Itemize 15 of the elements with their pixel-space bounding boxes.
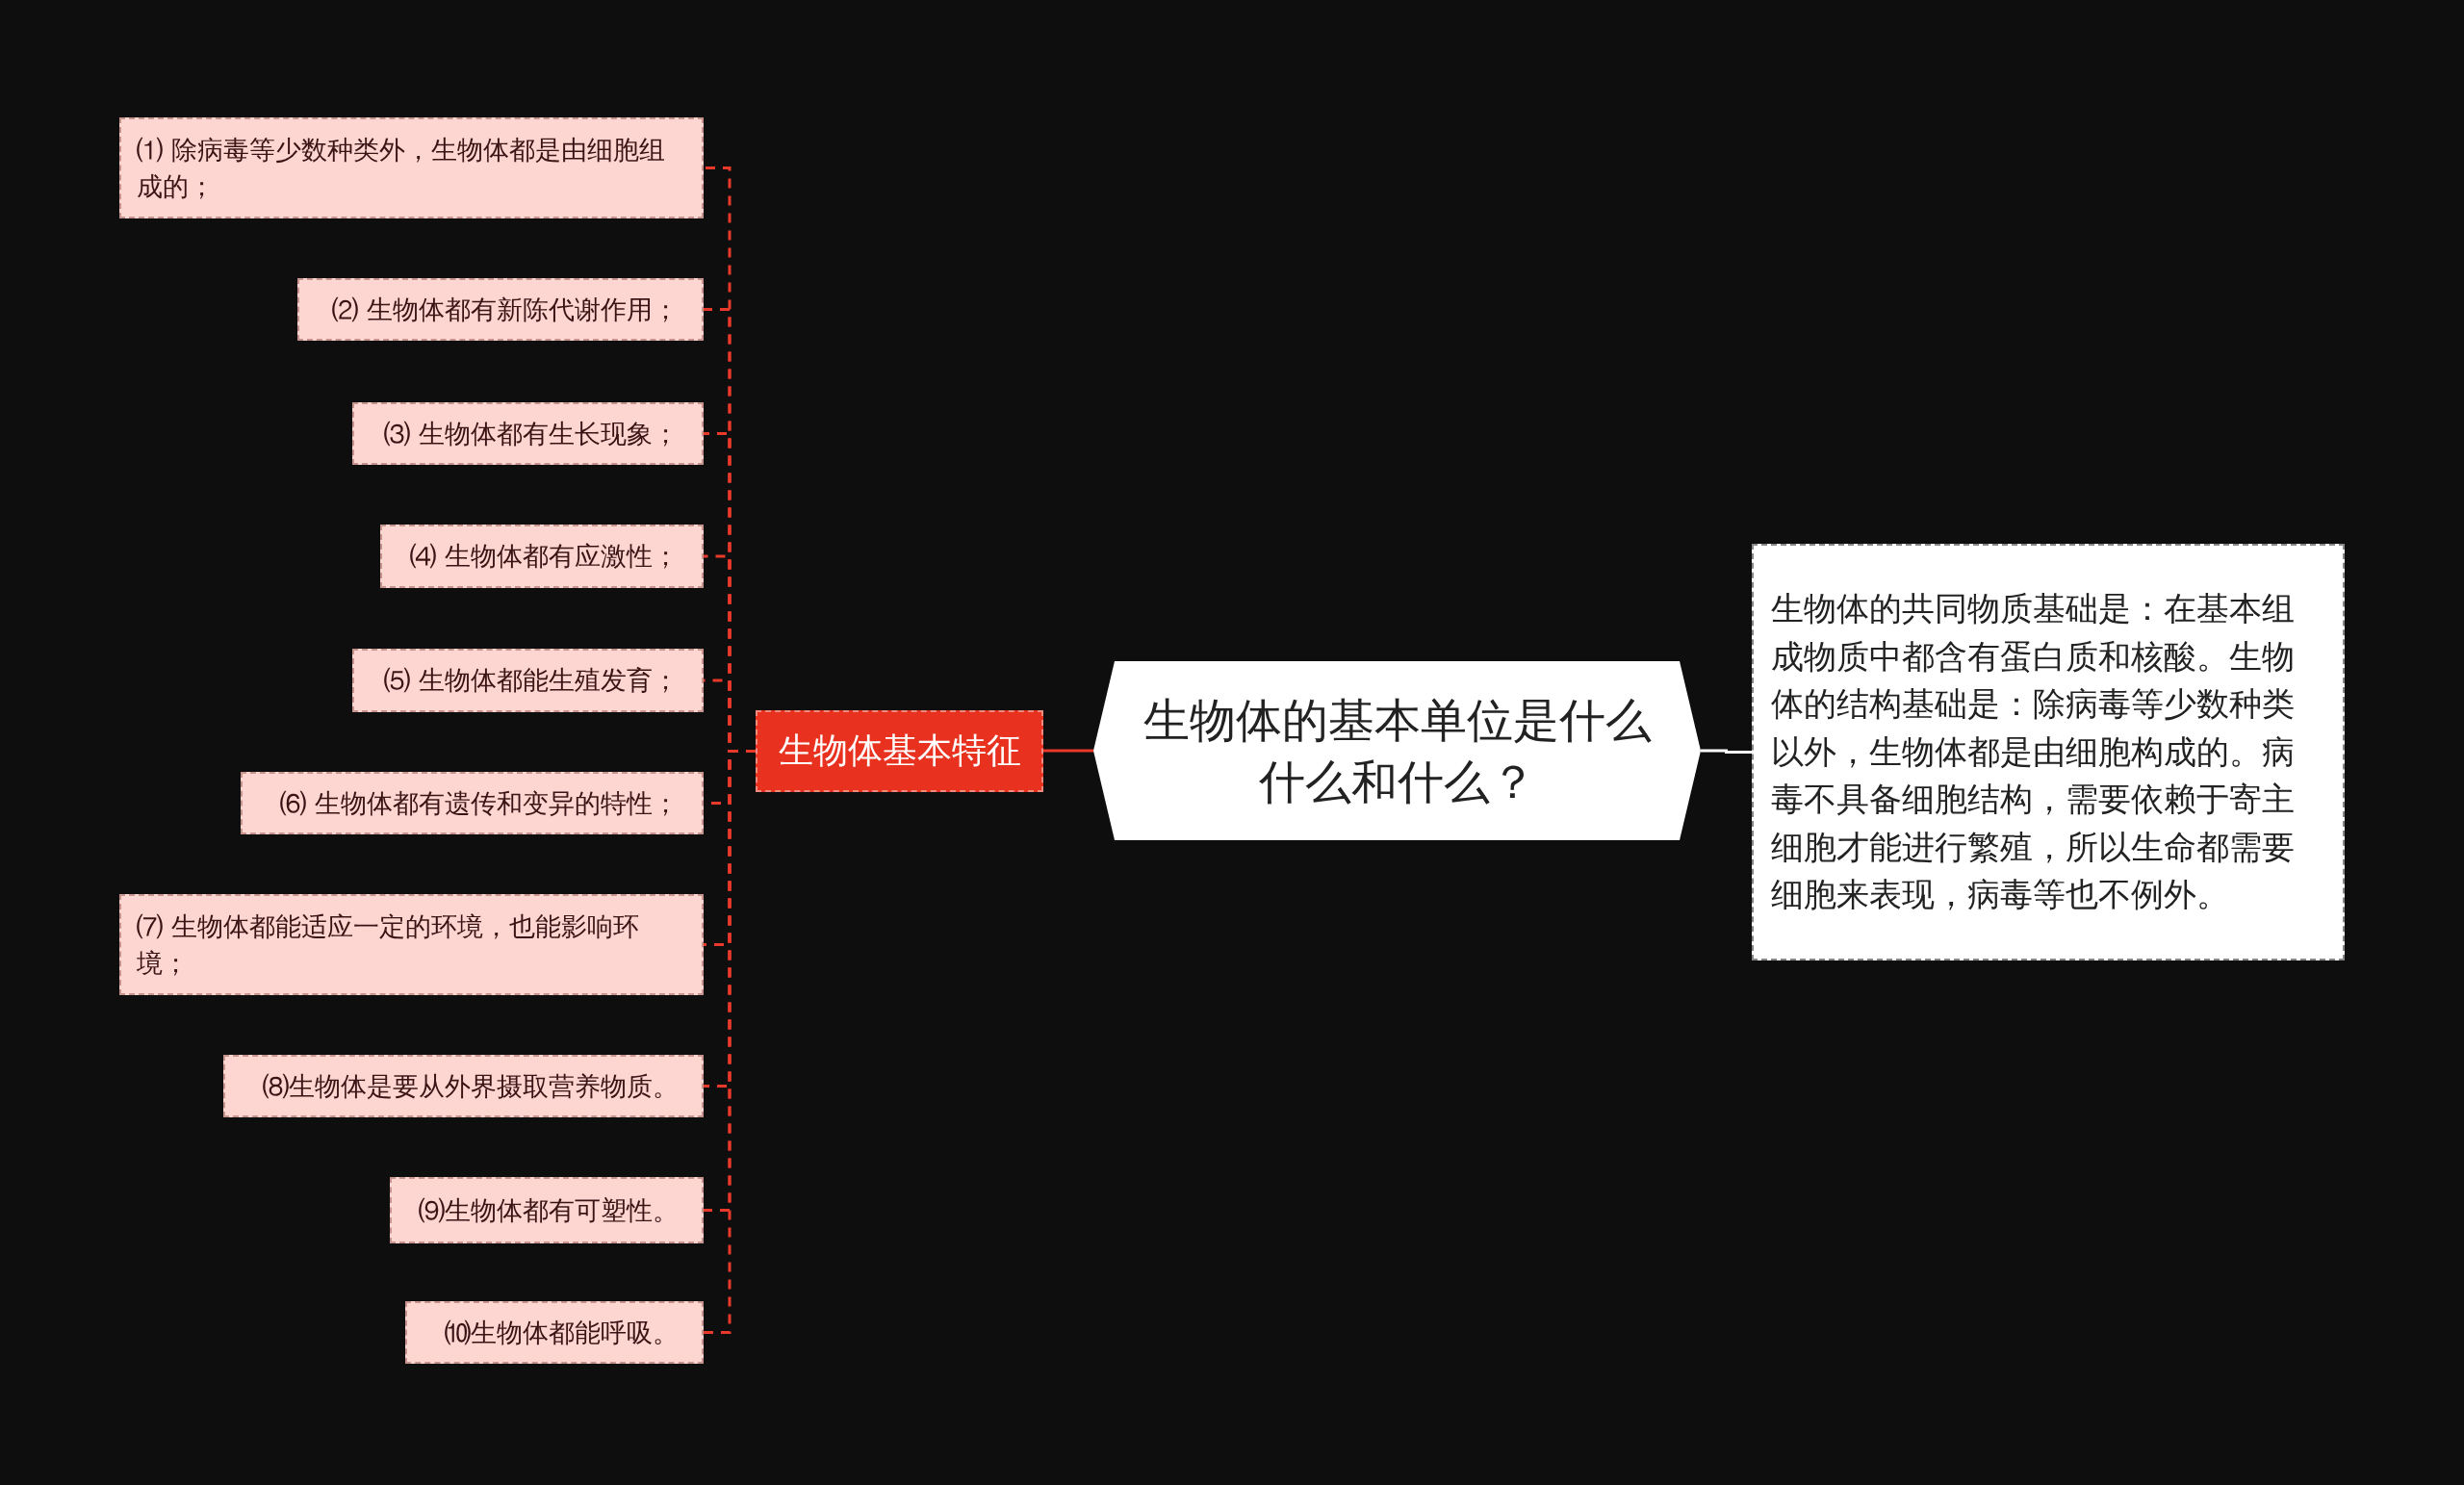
note-box: 生物体的共同物质基础是：在基本组成物质中都含有蛋白质和核酸。生物体的结构基础是：除病毒等少数种类以外，生物体都是由细胞构成的。病毒不具备细胞结构，需要依赖于寄主细胞才能进行繁殖，所以生命都需要细胞来表现，病毒等也不例外。 <box>1752 544 2345 960</box>
feature-box: ⑹ 生物体都有遗传和变异的特性； <box>241 772 704 834</box>
feature-box: ⑺ 生物体都能适应一定的环境，也能影响环境； <box>119 894 704 995</box>
feature-box: ⑽生物体都能呼吸。 <box>405 1301 704 1364</box>
feature-box: ⑴ 除病毒等少数种类外，生物体都是由细胞组成的； <box>119 117 704 218</box>
feature-box: ⑷ 生物体都有应激性； <box>380 525 704 588</box>
branch-box: 生物体基本特征 <box>756 710 1043 792</box>
feature-box: ⑶ 生物体都有生长现象； <box>352 402 704 465</box>
feature-box: ⑻生物体是要从外界摄取营养物质。 <box>223 1055 704 1117</box>
feature-box: ⑼生物体都有可塑性。 <box>390 1177 704 1243</box>
feature-box: ⑸ 生物体都能生殖发育； <box>352 649 704 712</box>
topic-hexagon: 生物体的基本单位是什么什么和什么？ <box>1093 661 1701 840</box>
connector-line <box>1043 749 1093 753</box>
connector-line <box>1701 749 1752 754</box>
feature-box: ⑵ 生物体都有新陈代谢作用； <box>297 278 704 341</box>
